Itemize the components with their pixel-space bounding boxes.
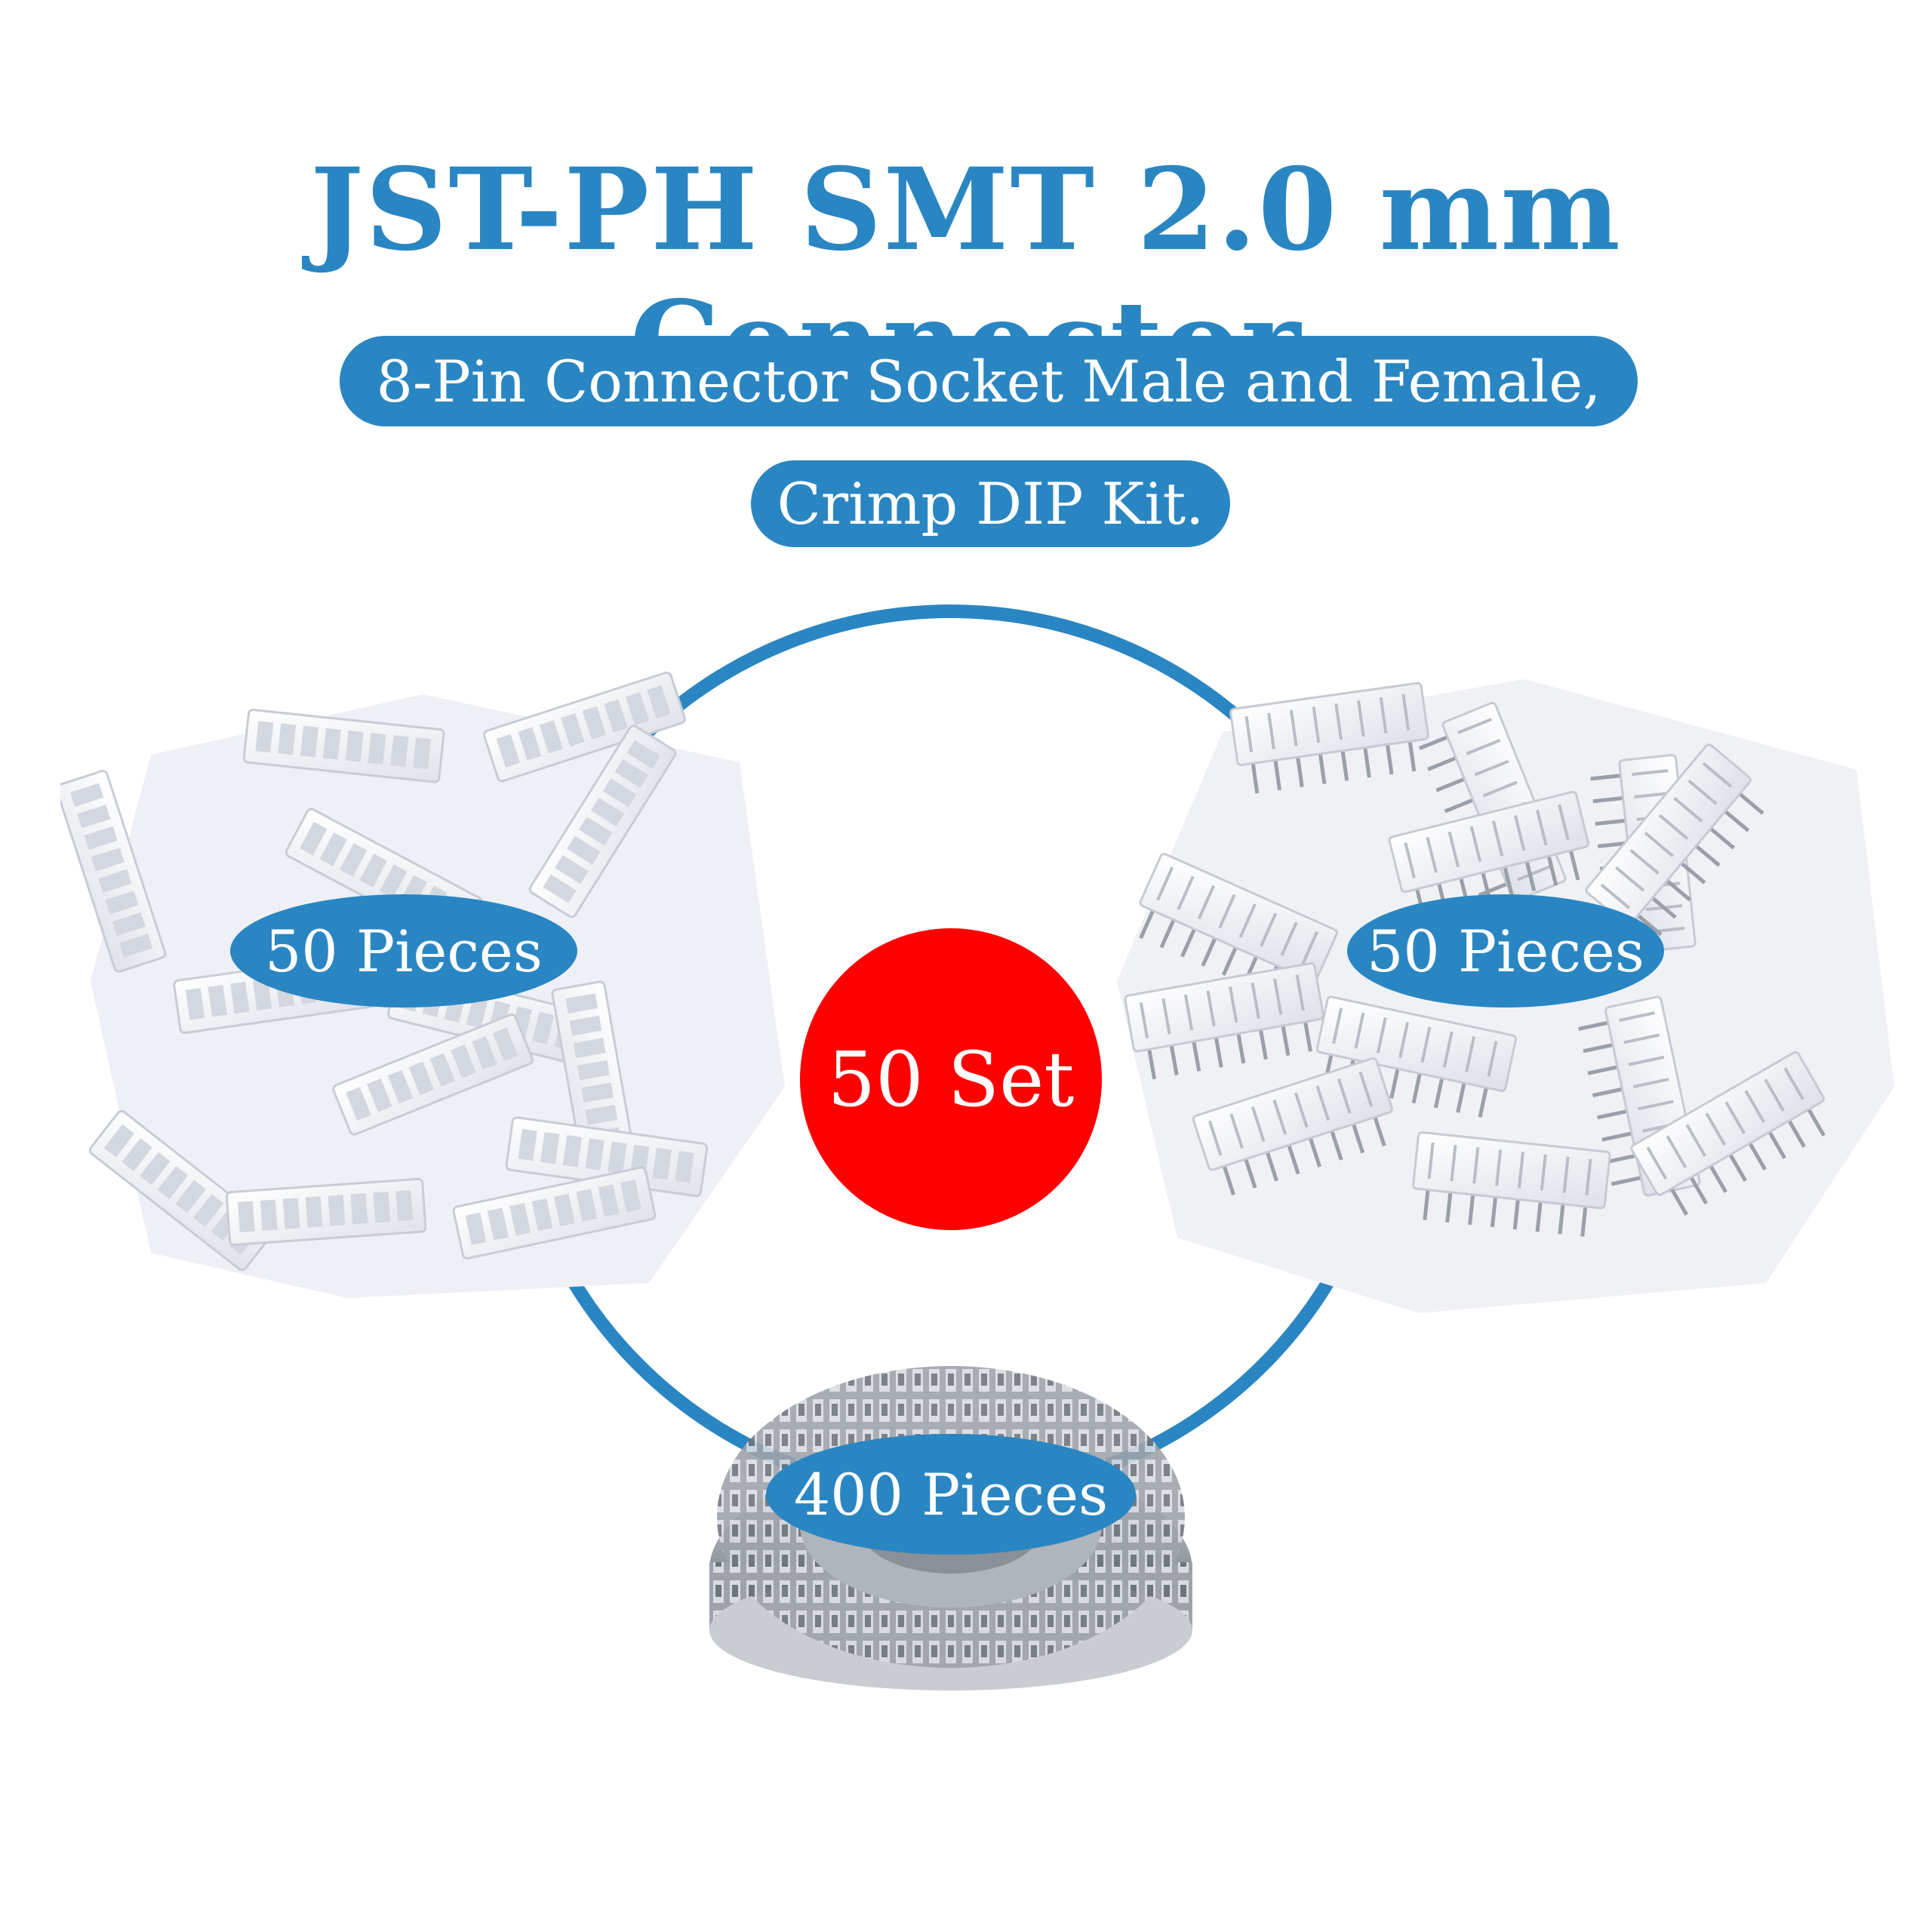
set-count-badge: 50 Set: [800, 928, 1102, 1230]
crimp-terminal-count-label: 400 Pieces: [766, 1434, 1136, 1555]
subtitle-pill-1: 8-Pin Connector Socket Male and Female,: [340, 336, 1638, 426]
subtitle-pill-2: Crimp DIP Kit.: [751, 460, 1230, 547]
male-header-count-label: 50 Pieces: [1347, 894, 1664, 1008]
female-housing-count-label: 50 Pieces: [230, 894, 577, 1008]
